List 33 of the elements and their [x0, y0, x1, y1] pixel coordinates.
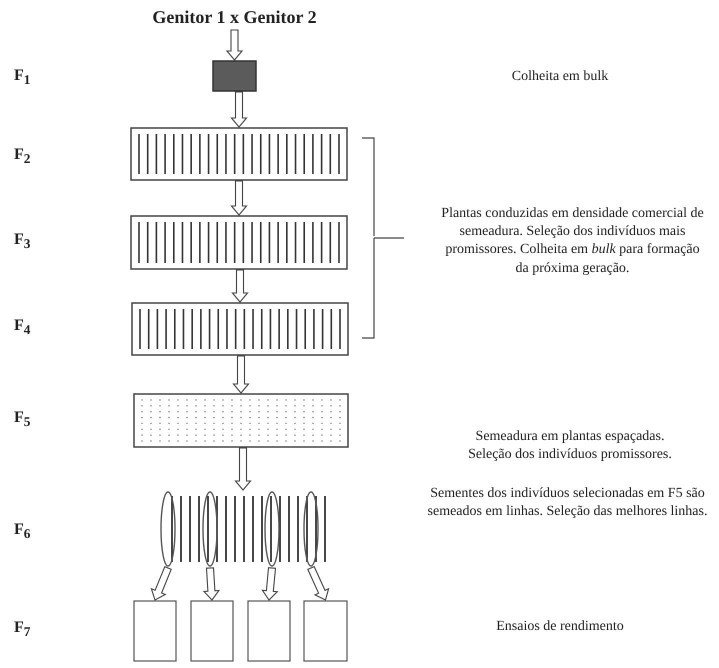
block-arrow — [230, 180, 248, 216]
generation-label: F$_{1}$ — [14, 66, 32, 88]
row-plot-box — [130, 215, 348, 270]
cross-label: Genitor 1 x Genitor 2 — [134, 4, 334, 30]
row-plot-box — [130, 127, 348, 181]
yield-trial-box — [303, 600, 348, 662]
generation-label: F$_{7}$ — [14, 618, 32, 640]
block-arrow — [231, 269, 249, 303]
block-arrow — [232, 355, 250, 394]
description-text: Ensaios de rendimento — [495, 618, 625, 636]
block-arrow — [234, 447, 252, 491]
generation-label: F$_{6}$ — [14, 520, 32, 542]
block-arrow — [261, 567, 279, 601]
generation-label: F$_{3}$ — [14, 230, 32, 252]
description-text: Semeadura em plantas espaçadas. Seleção dos indivíduos promissores. — [467, 428, 673, 464]
block-arrow — [226, 29, 244, 61]
description-text: Plantas conduzidas em densidade comercial de semeadura. Seleção dos indivíduos mais promissores. Colheita em bulk para formação da próxima geração. — [440, 205, 705, 278]
generation-label: F$_{5}$ — [14, 408, 32, 430]
block-arrow — [307, 566, 330, 601]
block-arrow — [202, 567, 220, 601]
yield-trial-box — [190, 600, 234, 662]
block-arrow — [150, 566, 172, 601]
generation-label: F$_{4}$ — [14, 316, 32, 338]
block-arrow — [230, 91, 248, 128]
generation-label: F$_{2}$ — [14, 145, 32, 168]
bulk-plot-box — [212, 60, 257, 92]
yield-trial-box — [133, 600, 177, 662]
description-text: Colheita em bulk — [510, 68, 610, 86]
spaced-plant-plot-box — [133, 393, 349, 448]
row-plot-box — [131, 302, 349, 356]
selected-rows-drawing — [160, 490, 326, 568]
description-text: Sementes dos indivíduos selecionadas em F5 são semeados em linhas. Seleção das melhores linhas. — [426, 485, 708, 522]
yield-trial-box — [247, 600, 291, 662]
